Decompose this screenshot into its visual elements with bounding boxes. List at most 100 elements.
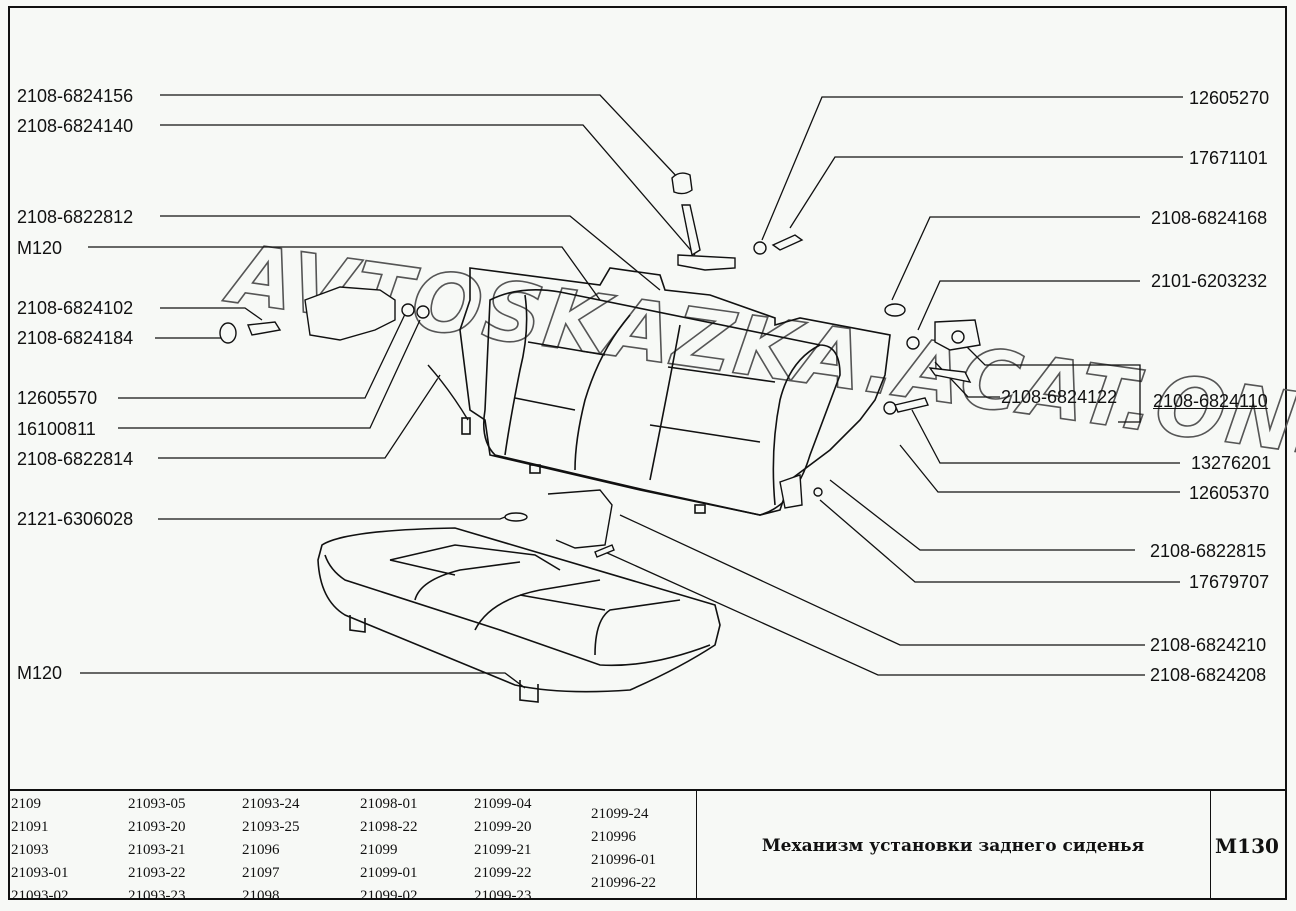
- leader-lines-left: [80, 94, 696, 689]
- model-code: 21099-01: [360, 865, 418, 881]
- leader-line: [899, 444, 1180, 493]
- seat-back: [459, 267, 891, 516]
- callout-label: 2108-6824184: [17, 328, 134, 348]
- callout-label: 2101-6203232: [1151, 271, 1268, 291]
- model-code: 21093-23: [128, 888, 186, 904]
- leader-line: [917, 280, 1140, 331]
- callout-label: 2108-6822812: [17, 207, 134, 227]
- nut: [416, 305, 430, 319]
- model-code: 21093-02: [11, 888, 69, 904]
- seam: [649, 324, 681, 481]
- leader-lines-right: [604, 96, 1183, 676]
- model-code: 21099-21: [474, 842, 532, 858]
- model-code: 210996: [591, 829, 636, 845]
- callout-label: 2108-6824122: [1001, 387, 1118, 407]
- model-code: 21093-05: [128, 796, 186, 812]
- leader-line: [80, 672, 526, 689]
- model-code: 21099-23: [474, 888, 532, 904]
- models-column: 21099-04 21099-20 21099-21 21099-22 2109…: [474, 793, 532, 908]
- callout-label: 12605570: [17, 388, 98, 408]
- clip: [349, 615, 366, 633]
- clip: [504, 512, 528, 522]
- seam: [594, 599, 681, 656]
- lock-lever: [681, 204, 701, 257]
- models-column: 2109 21091 21093 21093-01 21093-02: [11, 793, 69, 908]
- model-code: 21093-20: [128, 819, 186, 835]
- callout-label: 2108-6824156: [17, 86, 134, 106]
- leader-line: [160, 94, 681, 181]
- callout-label: 13276201: [1191, 453, 1272, 473]
- leader-line: [959, 339, 1141, 423]
- sheet-code: M130: [1215, 833, 1279, 858]
- hinge-tab: [694, 504, 706, 514]
- model-code: 21093-25: [242, 819, 300, 835]
- model-code: 21093-01: [11, 865, 69, 881]
- seam: [474, 579, 601, 631]
- seam: [414, 561, 521, 601]
- leader-line: [160, 215, 661, 291]
- seam: [514, 397, 761, 443]
- model-code: 21098-22: [360, 819, 418, 835]
- callout-label: 17679707: [1189, 572, 1270, 592]
- seam: [772, 344, 821, 506]
- leader-line: [789, 156, 1183, 229]
- model-code: 21093-24: [242, 796, 300, 812]
- upper-hardware: [671, 172, 981, 415]
- drawing-frame: [8, 6, 1287, 900]
- leader-line: [819, 499, 1180, 583]
- model-code: 210996-22: [591, 875, 656, 891]
- leader-line: [604, 551, 1145, 676]
- striker-pin: [928, 367, 972, 383]
- washer: [753, 241, 767, 255]
- watermark: AVTOSKAZKA.ACAT.ONLINE: [219, 226, 1296, 501]
- callout-label: 17671101: [1189, 148, 1268, 168]
- clip: [519, 680, 539, 703]
- leader-line: [619, 514, 1145, 646]
- cushion-edge: [324, 554, 711, 667]
- drawing-title: Механизм установки заднего сиденья: [696, 791, 1211, 900]
- model-code: 21099-24: [591, 806, 649, 822]
- assembly-label: 2108-6824110: [1153, 391, 1268, 411]
- model-code: 210996-01: [591, 852, 656, 868]
- lower-hardware: [504, 474, 823, 558]
- applicable-models: 2109 21091 21093 21093-01 21093-02 21093…: [8, 791, 697, 904]
- bumper: [884, 303, 906, 317]
- callout-label: M120: [17, 663, 63, 683]
- model-code: 21099: [360, 842, 398, 858]
- callout-label: 2108-6822815: [1150, 541, 1267, 561]
- callout-label: 2108-6824210: [1150, 635, 1267, 655]
- callout-label: 2108-6824140: [17, 116, 134, 136]
- spring: [594, 544, 615, 558]
- leader-line: [891, 216, 1140, 301]
- hinge-bracket: [677, 254, 736, 271]
- seam: [527, 341, 606, 356]
- model-code: 21099-22: [474, 865, 532, 881]
- screw: [894, 397, 929, 413]
- leader-line: [160, 124, 696, 256]
- bracket: [304, 286, 396, 341]
- leader-line: [160, 307, 263, 321]
- exploded-view-drawing: AVTOSKAZKA.ACAT.ONLINE: [80, 94, 1296, 703]
- washer: [401, 303, 415, 317]
- leader-line: [158, 514, 511, 520]
- title-block: 2109 21091 21093 21093-01 21093-02 21093…: [8, 789, 1287, 904]
- seat-cushion: [317, 527, 721, 703]
- models-column: 21099-24 210996 210996-01 210996-22: [591, 803, 656, 895]
- leader-line: [829, 479, 1135, 551]
- hinge-tab: [461, 417, 471, 435]
- seam: [504, 294, 528, 456]
- washer: [883, 401, 897, 415]
- cushion-outline: [317, 527, 721, 693]
- models-column: 21093-24 21093-25 21096 21097 21098: [242, 793, 300, 908]
- nut: [906, 336, 920, 350]
- callout-label: 2108-6824168: [1151, 208, 1268, 228]
- screw: [813, 487, 823, 497]
- model-code: 21098: [242, 888, 280, 904]
- bumper: [219, 322, 237, 344]
- left-hardware: [219, 286, 469, 421]
- callout-label: 2108-6824102: [17, 298, 134, 318]
- model-code: 21098-01: [360, 796, 418, 812]
- pin: [247, 321, 282, 336]
- seam: [574, 314, 631, 471]
- seat-back-cushion: [482, 288, 841, 516]
